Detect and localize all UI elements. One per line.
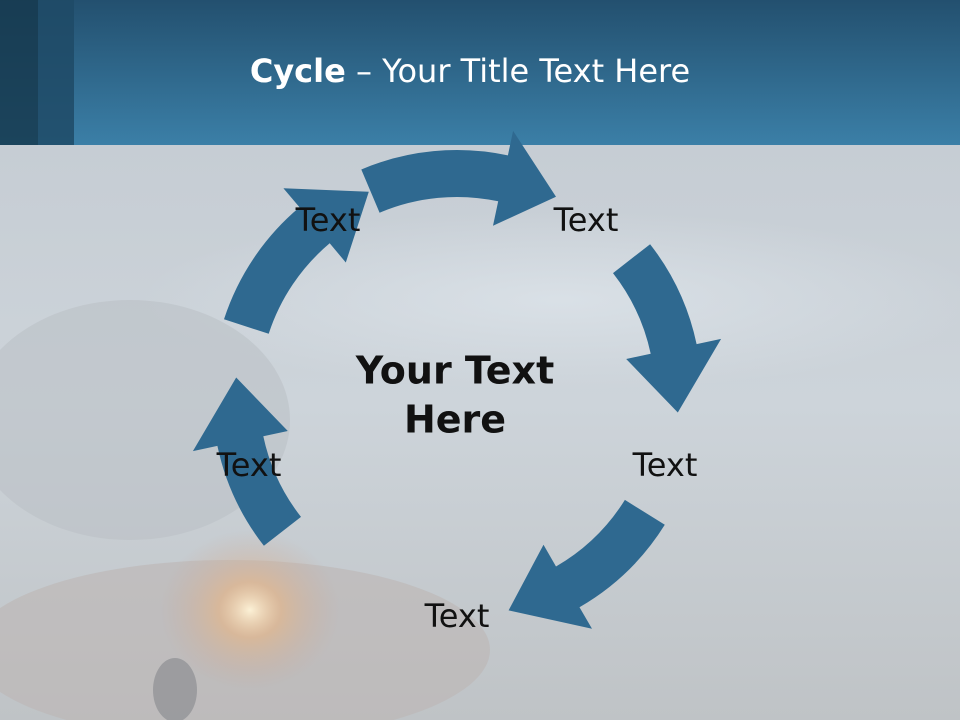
node-label-3: Text: [632, 446, 698, 484]
header-accent-dark: [0, 0, 38, 145]
header-accent-mid: [38, 0, 74, 145]
center-text-line-2: Here: [403, 398, 507, 442]
title-bold: Cycle: [249, 52, 346, 90]
node-label-2: Text: [553, 201, 619, 239]
slide-title: Cycle – Your Title Text Here: [0, 52, 940, 90]
campfire-glow: [160, 530, 340, 690]
node-label-5: Text: [216, 446, 282, 484]
node-label-4: Text: [424, 597, 490, 635]
center-text-line-1: Your Text: [355, 348, 555, 393]
cycle-arrows: [192, 130, 722, 629]
cycle-arrow-icon-3: [508, 499, 665, 629]
title-rest: – Your Title Text Here: [345, 52, 691, 90]
cycle-arrow-icon-2: [613, 244, 722, 413]
center-text: Your Text Here: [305, 347, 605, 446]
cycle-arrow-icon-1: [361, 130, 556, 226]
cycle-arrow-icon-5: [224, 188, 369, 334]
header-band: [0, 0, 960, 145]
cycle-arrow-icon-4: [192, 377, 301, 546]
node-label-1: Text: [295, 201, 361, 239]
